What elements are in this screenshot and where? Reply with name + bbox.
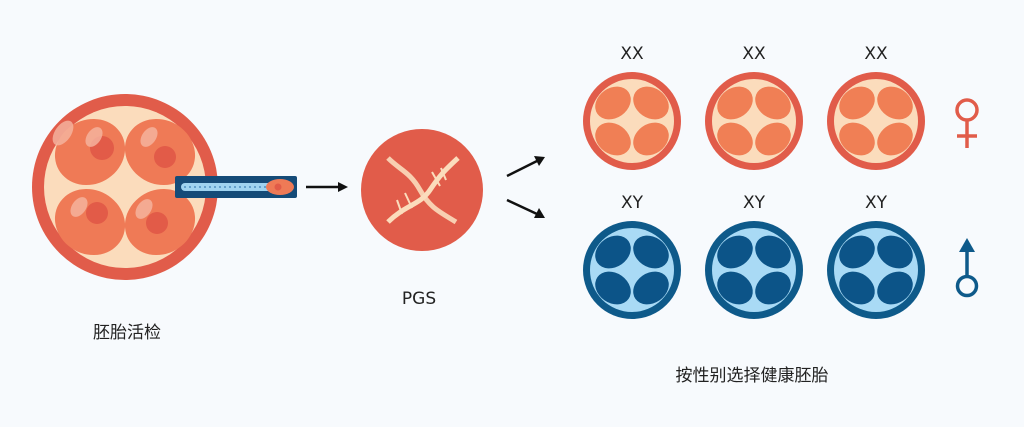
male-embryo (705, 221, 803, 319)
split-arrows-icon (506, 156, 545, 218)
karyotype-label: XY (865, 193, 888, 213)
karyotype-label: XX (864, 44, 888, 64)
male-embryo (827, 221, 925, 319)
female-symbol-icon (955, 98, 979, 148)
female-embryo (583, 72, 681, 170)
karyotype-label: XY (621, 193, 644, 213)
male-symbol-icon (955, 238, 979, 298)
biopsy-embryo (32, 94, 218, 280)
biopsy-label: 胚胎活检 (93, 323, 161, 343)
dna-icon (361, 129, 483, 251)
arrow-icon (306, 182, 348, 192)
karyotype-label: XY (743, 193, 766, 213)
female-embryo (705, 72, 803, 170)
male-embryo-row: XY XY XY (583, 193, 979, 319)
male-embryo (583, 221, 681, 319)
karyotype-label: XX (620, 44, 644, 64)
karyotype-label: XX (742, 44, 766, 64)
female-embryo (827, 72, 925, 170)
selection-label: 按性别选择健康胚胎 (676, 366, 829, 386)
pgs-label: PGS (402, 289, 436, 309)
female-embryo-row: XX XX XX (583, 44, 979, 170)
biopsy-pipette (175, 176, 297, 198)
